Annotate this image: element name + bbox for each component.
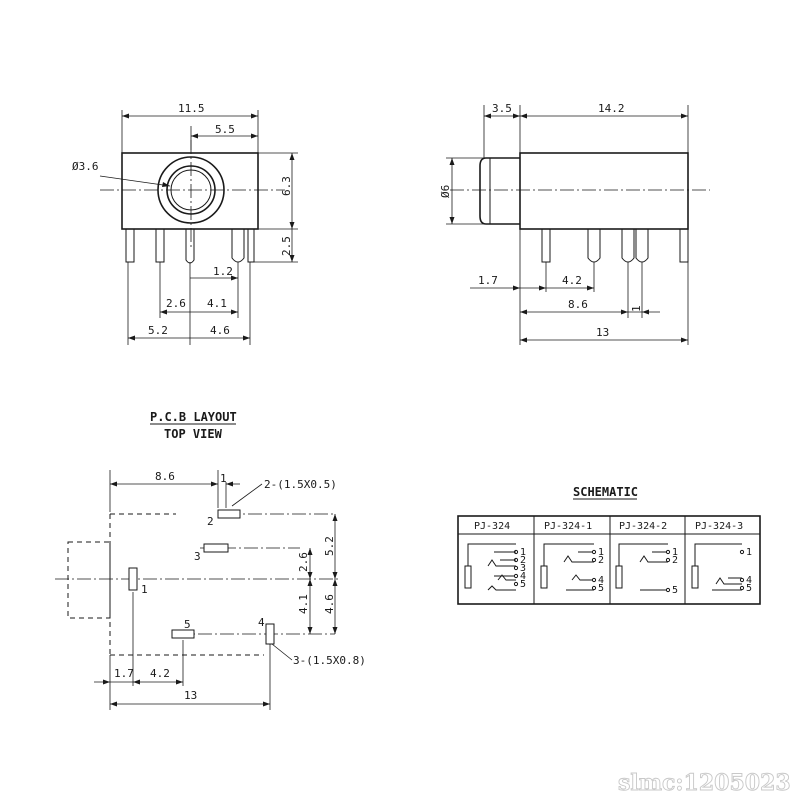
pcb-pin-1-top-label: 1 (220, 472, 227, 485)
pj324-1-pin-2: 2 (598, 555, 604, 566)
pj324-pin-4: 4 (520, 571, 526, 582)
pcb-pad-5 (171, 629, 195, 639)
schematic-title: SCHEMATIC (573, 485, 638, 499)
front-hole-inner (166, 165, 216, 215)
front-hole-outer (157, 156, 225, 224)
pj324-1-pin-1: 1 (598, 547, 604, 558)
pj324-pin-5: 5 (520, 579, 526, 590)
front-dim-center: 5.5 (215, 123, 235, 136)
schematic-col-1-name: PJ-324 (474, 521, 510, 532)
pj324-3-pin-4: 4 (746, 575, 752, 586)
pcb-note-b: 3-(1.5X0.8) (293, 654, 366, 667)
pj324-1-pin-5: 5 (598, 583, 604, 594)
pcb-layout: P.C.B LAYOUT TOP VIEW 1 2 3 4 5 1 (55, 410, 366, 710)
pcb-dim-b2: 4.2 (150, 667, 170, 680)
pcb-subtitle: TOP VIEW (164, 427, 223, 441)
pj324-3-pin-1: 1 (746, 547, 752, 558)
pcb-pad-4 (265, 623, 275, 645)
front-hole-core (170, 169, 212, 211)
front-pins (125, 229, 255, 264)
pcb-dim-v1: 5.2 (323, 536, 336, 556)
side-dim-a: 1.7 (478, 274, 498, 287)
front-dim-right: 4.6 (210, 324, 230, 337)
pcb-pad-3 (203, 543, 229, 553)
schematic-symbol-pj-324-3: 1 4 5 (691, 543, 752, 594)
side-dim-dia: Ø6 (439, 185, 452, 198)
front-dim-pin-a: 1.2 (213, 265, 233, 278)
schematic-table (457, 515, 761, 605)
pcb-pin-1-label: 1 (141, 583, 148, 596)
pcb-pad-1 (128, 567, 138, 591)
side-dim-c: 8.6 (568, 298, 588, 311)
front-body-outline (121, 152, 259, 230)
front-dim-width: 11.5 (178, 102, 205, 115)
pj324-pin-3: 3 (520, 563, 526, 574)
side-pins (541, 229, 689, 263)
pj324-pin-1: 1 (520, 547, 526, 558)
pcb-dim-v3: 4.1 (297, 594, 310, 614)
pj324-2-pin-1: 1 (672, 547, 678, 558)
pj324-3-pin-5: 5 (746, 583, 752, 594)
side-dim-body: 14.2 (598, 102, 625, 115)
side-dim-front: 3.5 (492, 102, 512, 115)
schematic-symbol-pj-324-1: 1 2 4 5 (540, 543, 604, 594)
pj324-2-pin-5: 5 (672, 585, 678, 596)
pcb-pad-2 (217, 509, 241, 519)
side-dim-d: 1 (630, 305, 643, 312)
watermark-text: slmc:1205023 (618, 770, 791, 796)
pj324-1-pin-4: 4 (598, 575, 604, 586)
pcb-dim-v2: 2.6 (297, 552, 310, 572)
side-dim-total: 13 (596, 326, 609, 339)
pj324-2-pin-2: 2 (672, 555, 678, 566)
side-dim-b: 4.2 (562, 274, 582, 287)
front-dim-pin-c: 4.1 (207, 297, 227, 310)
front-view: 11.5 5.5 Ø3.6 6.3 2.5 1.2 2.6 4.1 5.2 4.… (72, 102, 298, 345)
pcb-dim-v4: 4.6 (323, 594, 336, 614)
pcb-dim-b1: 1.7 (114, 667, 134, 680)
front-dim-pin-b: 2.6 (166, 297, 186, 310)
pcb-title: P.C.B LAYOUT (150, 410, 237, 424)
pcb-dim-total: 13 (184, 689, 197, 702)
pcb-pin-3-label: 3 (194, 550, 201, 563)
schematic-symbol-pj-324-2: 1 2 5 (615, 543, 678, 596)
schematic-col-3-name: PJ-324-2 (619, 521, 667, 532)
front-dim-hole: Ø3.6 (72, 160, 99, 173)
pcb-note-a: 2-(1.5X0.5) (264, 478, 337, 491)
schematic-col-4-name: PJ-324-3 (695, 521, 743, 532)
schematic: SCHEMATIC PJ-324 PJ-324-1 PJ-324-2 PJ-32… (457, 485, 761, 605)
side-view: 3.5 14.2 Ø6 1.7 4.2 8.6 1 13 (439, 102, 710, 345)
front-dim-pin-len: 2.5 (280, 236, 293, 256)
schematic-symbol-pj-324: 1 2 3 4 5 (464, 543, 526, 591)
schematic-col-2-name: PJ-324-1 (544, 521, 592, 532)
pcb-pin-5-label: 5 (184, 618, 191, 631)
pcb-dim-top: 8.6 (155, 470, 175, 483)
front-dim-left: 5.2 (148, 324, 168, 337)
side-nose-outline (479, 157, 520, 225)
front-dim-height: 6.3 (280, 176, 293, 196)
pcb-nose-outline (67, 541, 111, 619)
pcb-pin-4-label: 4 (258, 616, 265, 629)
side-body-outline (519, 152, 689, 230)
pj324-pin-2: 2 (520, 555, 526, 566)
pcb-pin-2-label: 2 (207, 515, 214, 528)
